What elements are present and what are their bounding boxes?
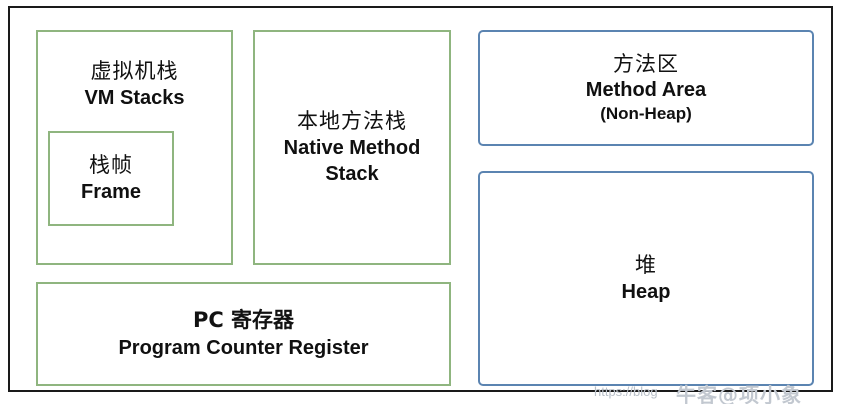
vm-stacks-label-cn: 虚拟机栈 (90, 59, 179, 83)
native-method-stack-label-en-line1: Native Method (283, 136, 421, 159)
native-method-stack-label-en-line2: Stack (325, 162, 379, 185)
box-method-area: 方法区 Method Area (Non-Heap) (478, 30, 814, 146)
frame-label-en: Frame (80, 180, 142, 203)
pc-register-label-cn: PC 寄存器 (192, 308, 295, 333)
method-area-label-cn: 方法区 (613, 51, 679, 76)
box-native-method-stack: 本地方法栈 Native Method Stack (253, 30, 451, 265)
heap-label-en: Heap (621, 280, 671, 303)
frame-label-cn: 栈帧 (89, 153, 133, 178)
pc-register-label-en: Program Counter Register (118, 336, 369, 359)
heap-label-cn: 堆 (635, 253, 657, 278)
method-area-label-en: Method Area (585, 79, 707, 102)
box-pc-register: PC 寄存器 Program Counter Register (36, 282, 451, 386)
vm-stacks-label-en: VM Stacks (84, 86, 185, 109)
native-method-stack-label-cn: 本地方法栈 (297, 109, 407, 134)
method-area-label-nonheap: (Non-Heap) (600, 104, 692, 124)
box-frame: 栈帧 Frame (48, 131, 174, 226)
jvm-runtime-data-area-frame: 虚拟机栈 VM Stacks 栈帧 Frame 本地方法栈 Native Met… (8, 6, 833, 392)
box-heap: 堆 Heap (478, 171, 814, 386)
